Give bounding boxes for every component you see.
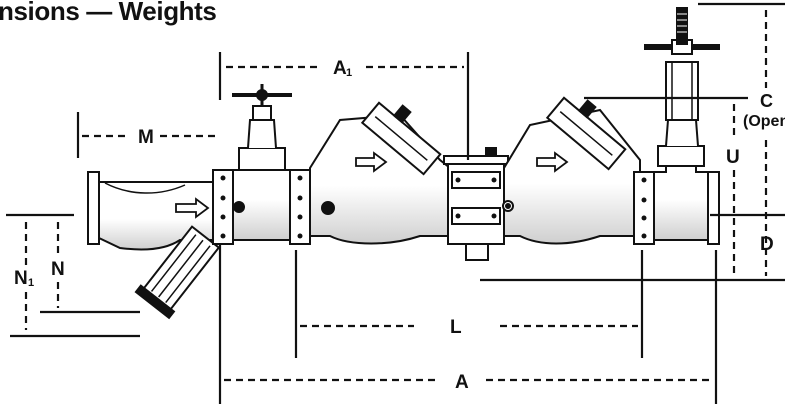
- strainer-basket: [134, 225, 221, 320]
- flange-1: [212, 169, 234, 245]
- dim-label-a1: A: [333, 58, 347, 79]
- check-valve-2-cover: [545, 96, 627, 171]
- flow-arrow-3: [536, 151, 569, 173]
- dim-label-d: D: [760, 234, 774, 255]
- page-title: nsions — Weights: [0, 0, 217, 26]
- dim-label-m: M: [138, 127, 154, 148]
- dim-label-c: C: [760, 91, 773, 111]
- dimension-lines: [6, 2, 785, 404]
- dim-label-a1-sub: 1: [346, 67, 352, 79]
- inlet-flange: [87, 171, 100, 245]
- flange-3: [633, 171, 655, 245]
- check-valve-1-cover: [360, 101, 442, 176]
- dim-label-u: U: [726, 147, 740, 168]
- dim-label-n: N: [51, 259, 65, 280]
- dim-label-n1-sub: 1: [28, 277, 34, 289]
- dim-label-c-note: (Open: [743, 113, 785, 130]
- valve-assembly: [87, 7, 720, 320]
- strainer-top-curve: [104, 182, 186, 194]
- dim-label-a: A: [455, 372, 469, 393]
- flow-arrow-2: [355, 151, 388, 173]
- valve-knob: [233, 201, 245, 213]
- flow-arrow-1: [175, 197, 210, 219]
- outlet-flange: [707, 171, 720, 245]
- dim-label-n1: N: [14, 268, 28, 289]
- flange-2: [289, 169, 311, 245]
- dim-label-l: L: [450, 317, 462, 338]
